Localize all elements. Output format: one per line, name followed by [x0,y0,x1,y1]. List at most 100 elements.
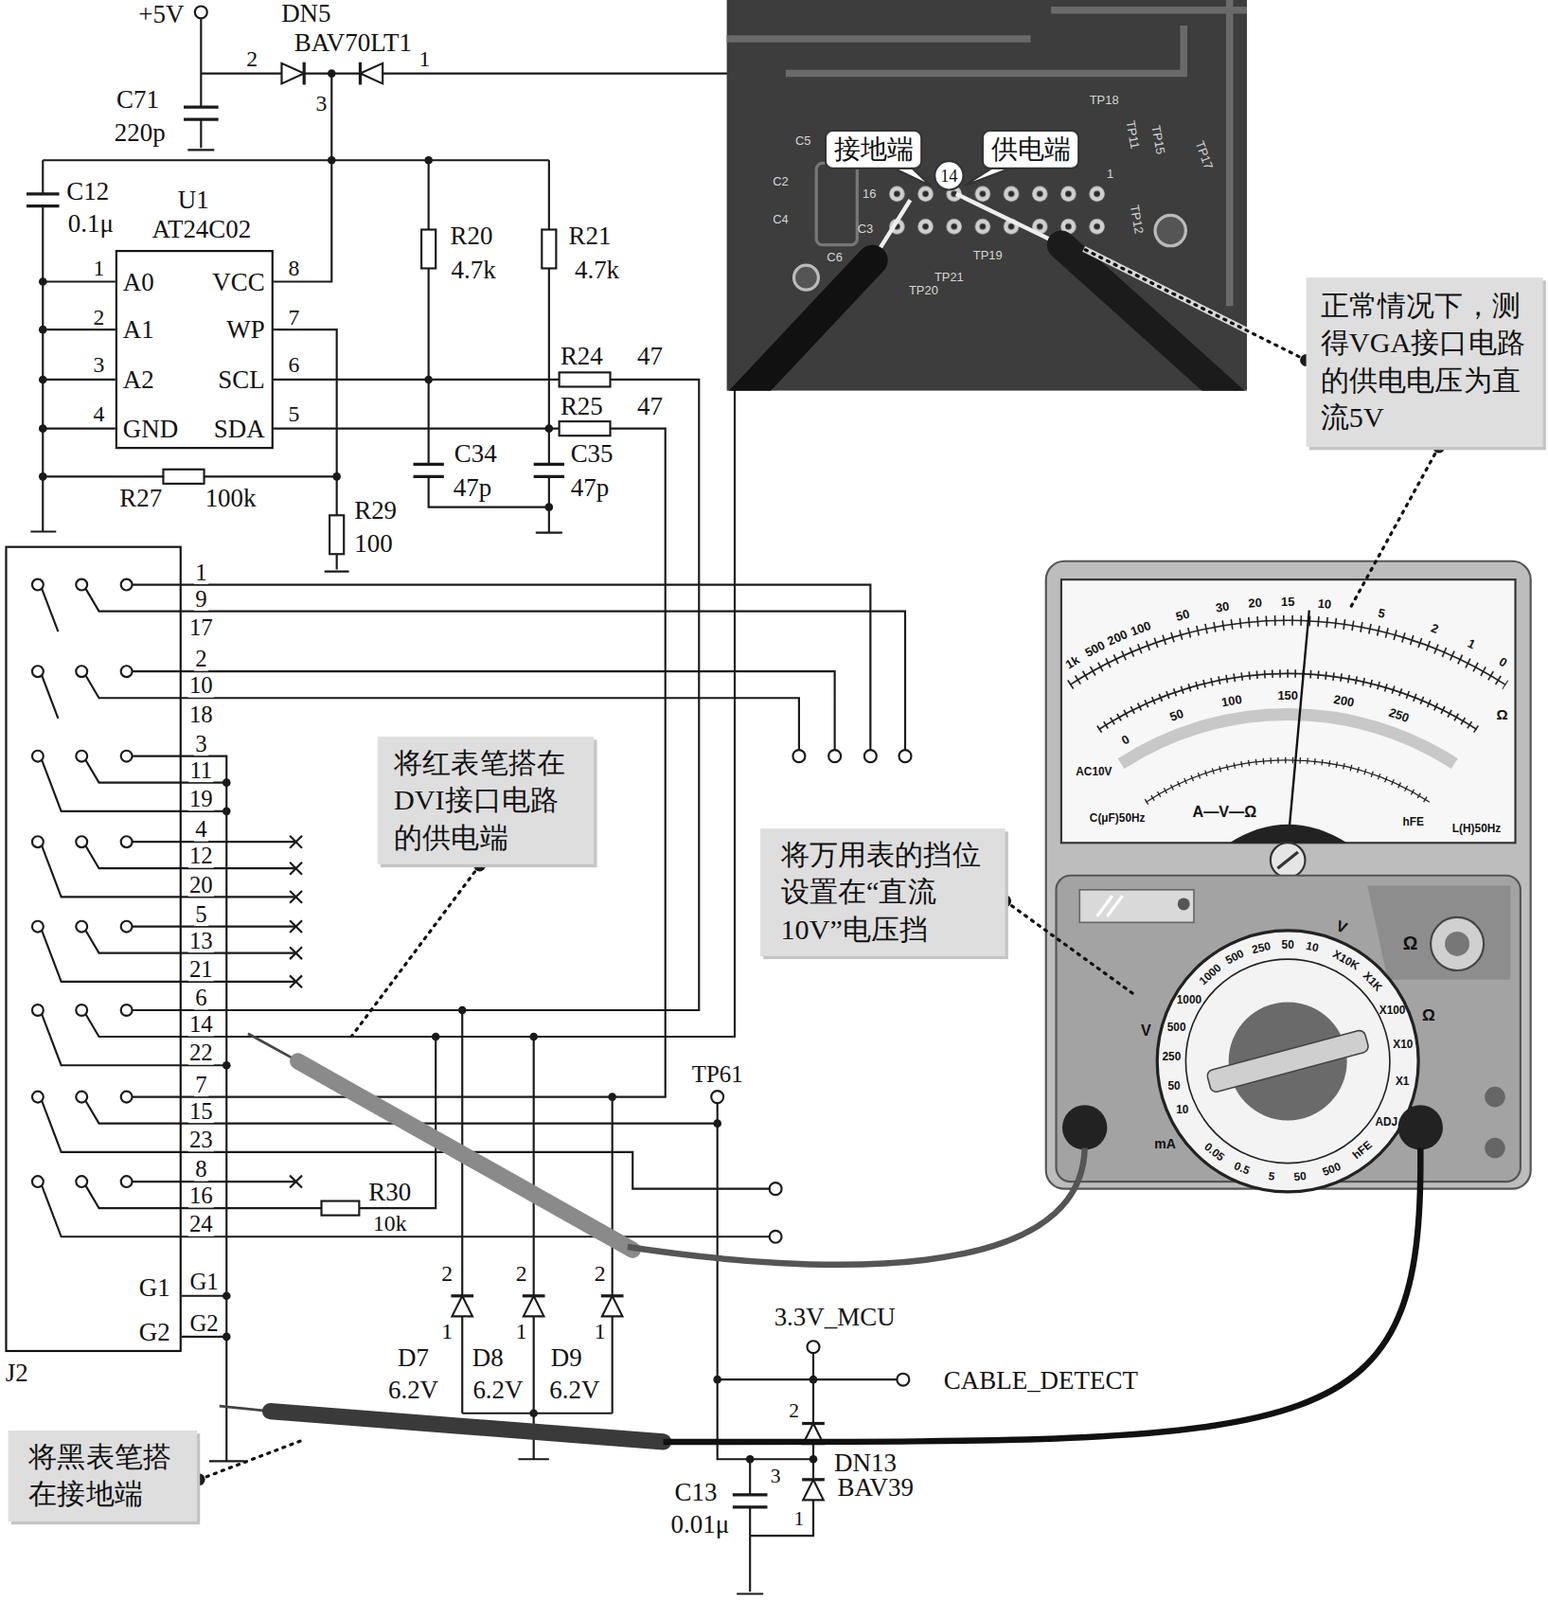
meter-scale-label: mA [1154,1137,1176,1151]
schematic-label: R21 [567,222,612,249]
node-text: 将万用表的挡位设置在“直流10V”电压挡 [781,836,986,949]
junction-dot [222,1061,232,1070]
junction-dot [222,1291,232,1300]
schematic-label: 4 [194,818,209,842]
schematic-label: 100k [204,484,258,511]
schematic-label: R29 [353,497,398,523]
junction-dot [607,1092,617,1102]
pcb-photo [882,177,1111,244]
schematic-label: 24 [188,1212,214,1237]
diode-symbol [451,1296,473,1317]
meter-scale-label: Ω [1495,707,1508,722]
schematic-label: C35 [569,440,615,466]
multimeter [1367,886,1511,980]
meter-scale-label: 0 [1496,655,1510,670]
leader-line [193,249,1445,1486]
schematic-label: 0.1μ [67,211,115,237]
multimeter [1398,1104,1443,1150]
schematic-label: 3 [92,354,107,377]
diode-symbol [523,1296,545,1317]
schematic-label: C12 [65,177,110,204]
photo-callout-bubble: 供电端 [981,129,1080,170]
terminal-circle [828,749,841,763]
schematic-label: 23 [188,1127,214,1152]
pcb-silkscreen-label: TP12 [1128,203,1146,235]
schematic-label: BAV70LT1 [293,30,413,56]
resistor-symbol [162,230,610,1216]
pcb-silkscreen-label: TP20 [908,284,939,298]
meter-scale-label: 5 [1377,605,1388,620]
pcb-silkscreen-label: C5 [795,134,812,147]
wire-connector [181,379,699,1011]
pcb-photo [816,162,857,245]
meter-scale-label: Ω [1403,934,1419,953]
schematic-label: 2 [515,1262,529,1285]
meter-scale-label: 200 [1333,693,1356,709]
multimeter [1097,895,1123,917]
node-text: WP [226,316,265,342]
schematic-label: D9 [550,1344,584,1371]
pcb-silkscreen-label: C6 [826,250,843,264]
meter-scale-label: 2 [1428,622,1440,637]
test-probe [219,1033,664,1442]
meter-scale-label: 0.05 [1202,1140,1227,1164]
meter-scale-label: 500 [1167,1021,1187,1033]
meter-scale-label: V [1334,917,1350,936]
pcb-photo [726,260,872,392]
node-text: SDA [213,415,266,442]
meter-scale-label: hFE [1403,817,1424,829]
pcb-silkscreen-label: C2 [772,175,789,188]
terminal-circle [769,1182,783,1195]
schematic-label: CABLE_DETECT [943,1368,1139,1394]
schematic-label: 47p [569,475,611,501]
multimeter [1287,610,1310,846]
junction-dot [424,375,433,385]
meter-scale-label: 200 [1105,628,1130,649]
test-probe [298,1061,634,1250]
resistor-symbol [559,372,611,387]
junction-dot [38,277,48,286]
multimeter [1444,931,1470,957]
schematic-label: +5V [137,1,185,28]
schematic-label: TP61 [691,1063,745,1087]
schematic-label: 15 [188,1099,214,1123]
schematic-label: 6.2V [471,1376,524,1403]
multimeter [1099,673,1477,730]
pcb-silkscreen-label: C4 [772,213,789,226]
schematic-label: BAV39 [836,1474,915,1500]
schematic-label: 14 [188,1013,214,1037]
terminal-circle [896,1373,909,1387]
schematic-label: C71 [115,86,161,112]
switch-contacts [32,836,182,897]
node-text: 接地端 [834,133,914,166]
meter-scale-label: X1K [1361,970,1385,995]
switch-contacts [32,579,182,1238]
pcb-silkscreen-label: TP15 [1149,124,1167,156]
schematic-label: C13 [674,1478,719,1505]
junction-dot [545,502,554,512]
multimeter [1206,1029,1371,1094]
meter-scale-label: 100 [1129,619,1154,639]
leader-line [198,1441,302,1480]
junction-dot [327,156,337,165]
note-callout: 将黑表笔搭在接地端 [8,1430,197,1522]
pcb-photo [889,166,931,186]
node-text: AT24C02 [151,214,251,241]
meter-scale-label: AC10V [1075,765,1112,778]
meter-scale-label: 250 [1251,940,1273,956]
resistor-symbol [541,230,556,269]
junction-dot [38,375,48,385]
meter-scale-label: 10 [1175,1104,1189,1117]
schematic-label: 4.7k [449,256,497,283]
schematic-label: 2 [194,647,209,672]
schematic-label: 5 [286,403,301,427]
terminal-circle [899,749,912,763]
meter-scale-label: 50 [1168,707,1186,724]
resistor-symbol [329,515,344,554]
schematic-label: R30 [367,1178,412,1205]
pcb-photo [726,0,1247,392]
test-probe [248,1033,299,1062]
schematic-label: 2 [245,48,259,72]
multimeter [1229,824,1348,843]
schematic-label: 47p [452,475,494,501]
